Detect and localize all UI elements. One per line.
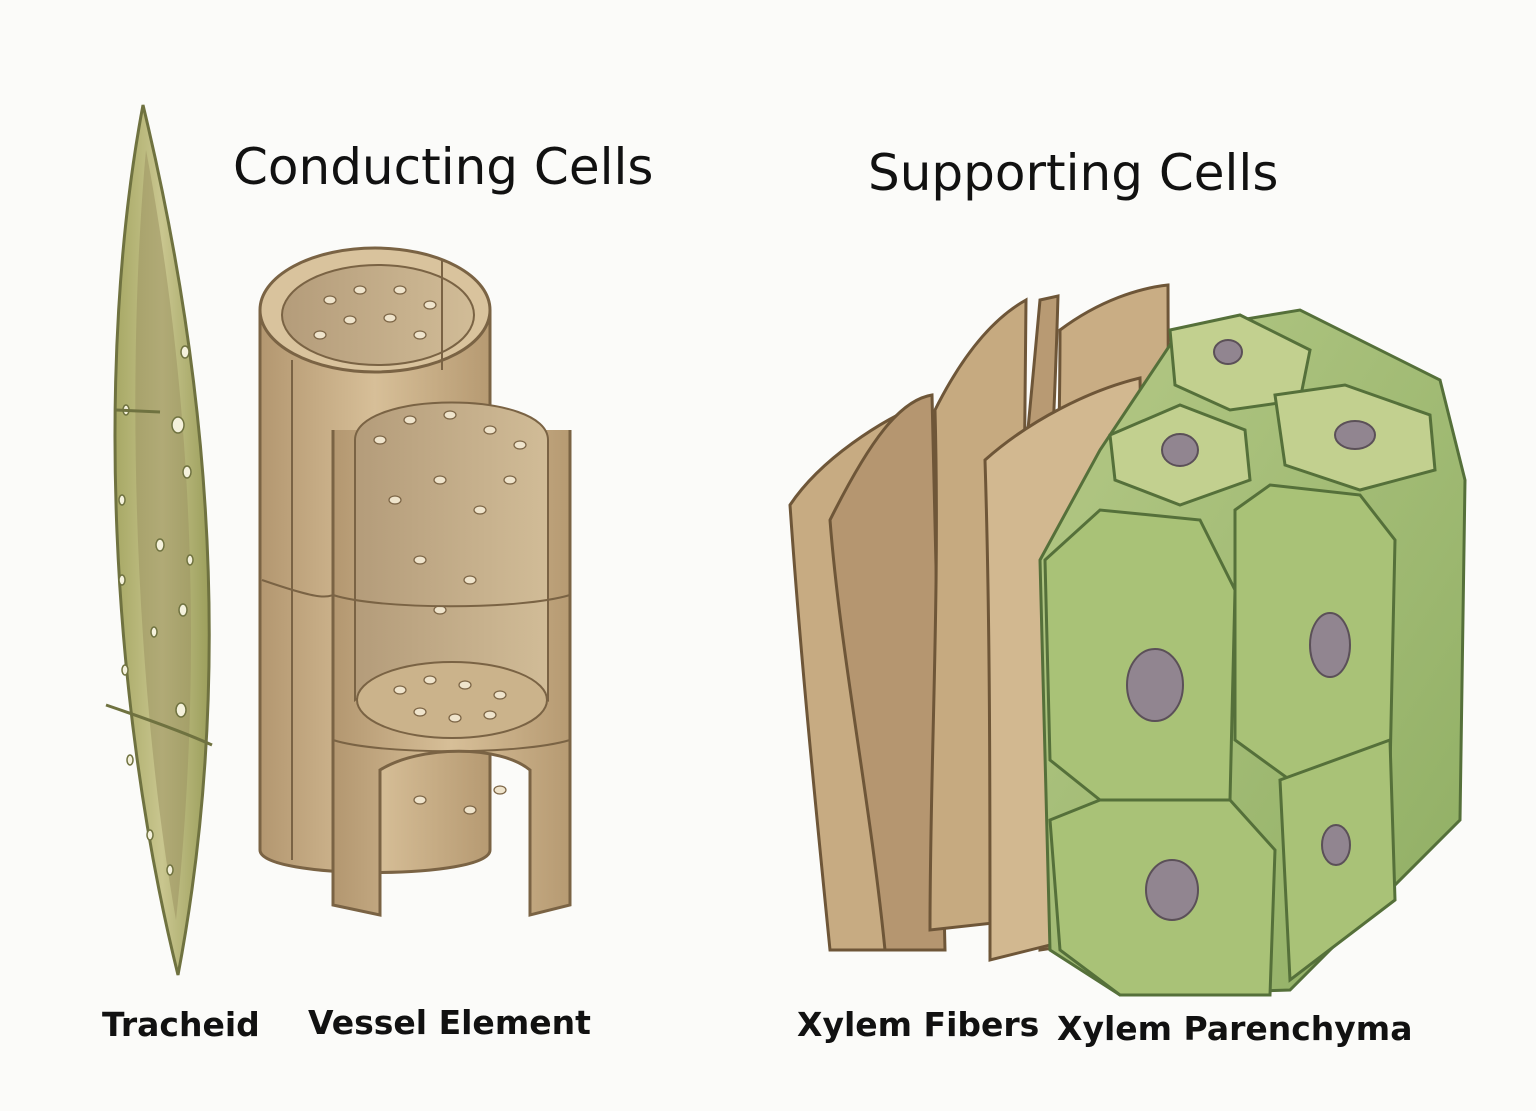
supporting-cells-heading: Supporting Cells [868, 144, 1279, 202]
vessel-element-label: Vessel Element [308, 1003, 591, 1042]
tracheid-label: Tracheid [102, 1005, 260, 1044]
tracheid-drawing [105, 104, 213, 976]
xylem-parenchyma-drawing [1038, 308, 1467, 997]
xylem-parenchyma-label: Xylem Parenchyma [1057, 1009, 1413, 1048]
conducting-cells-heading: Conducting Cells [233, 138, 654, 196]
vessel-element-drawing [258, 246, 572, 917]
xylem-fibers-label: Xylem Fibers [797, 1005, 1040, 1044]
